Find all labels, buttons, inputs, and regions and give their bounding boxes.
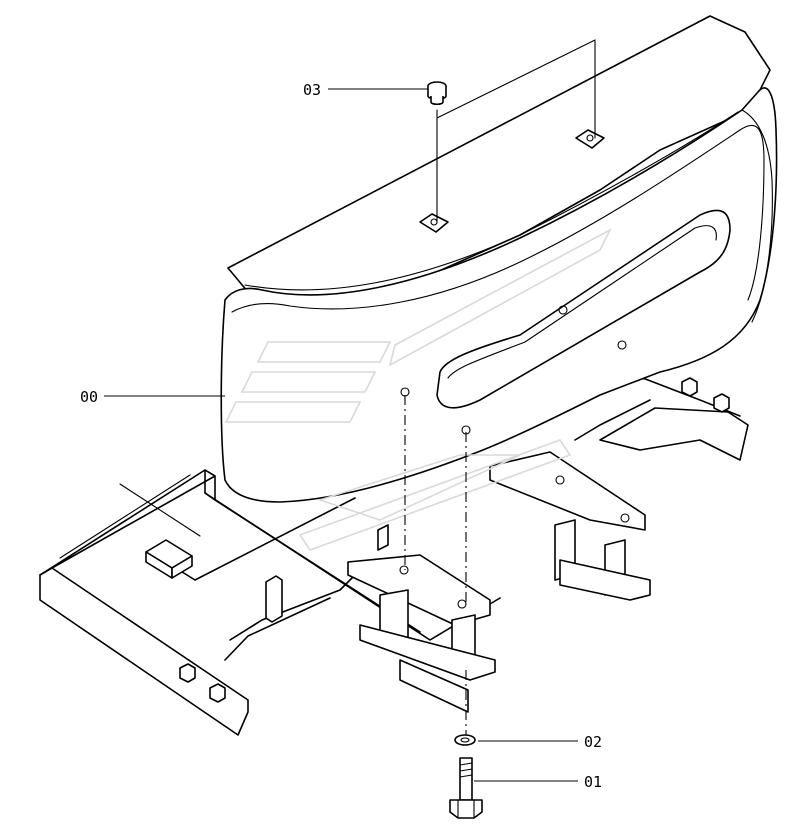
washer-part-02 xyxy=(454,734,476,746)
cap-part-03 xyxy=(427,81,447,106)
counterweight-body xyxy=(220,15,778,503)
bolt-part-01 xyxy=(449,757,483,819)
callout-label-03: 03 xyxy=(303,81,321,99)
callout-leaders xyxy=(104,88,578,782)
chassis-frame xyxy=(39,369,749,736)
callout-label-02: 02 xyxy=(584,733,602,751)
watermark-mark xyxy=(224,228,612,551)
assembly-axes xyxy=(404,39,596,735)
callout-label-00: 00 xyxy=(80,388,98,406)
callout-label-01: 01 xyxy=(584,773,602,791)
